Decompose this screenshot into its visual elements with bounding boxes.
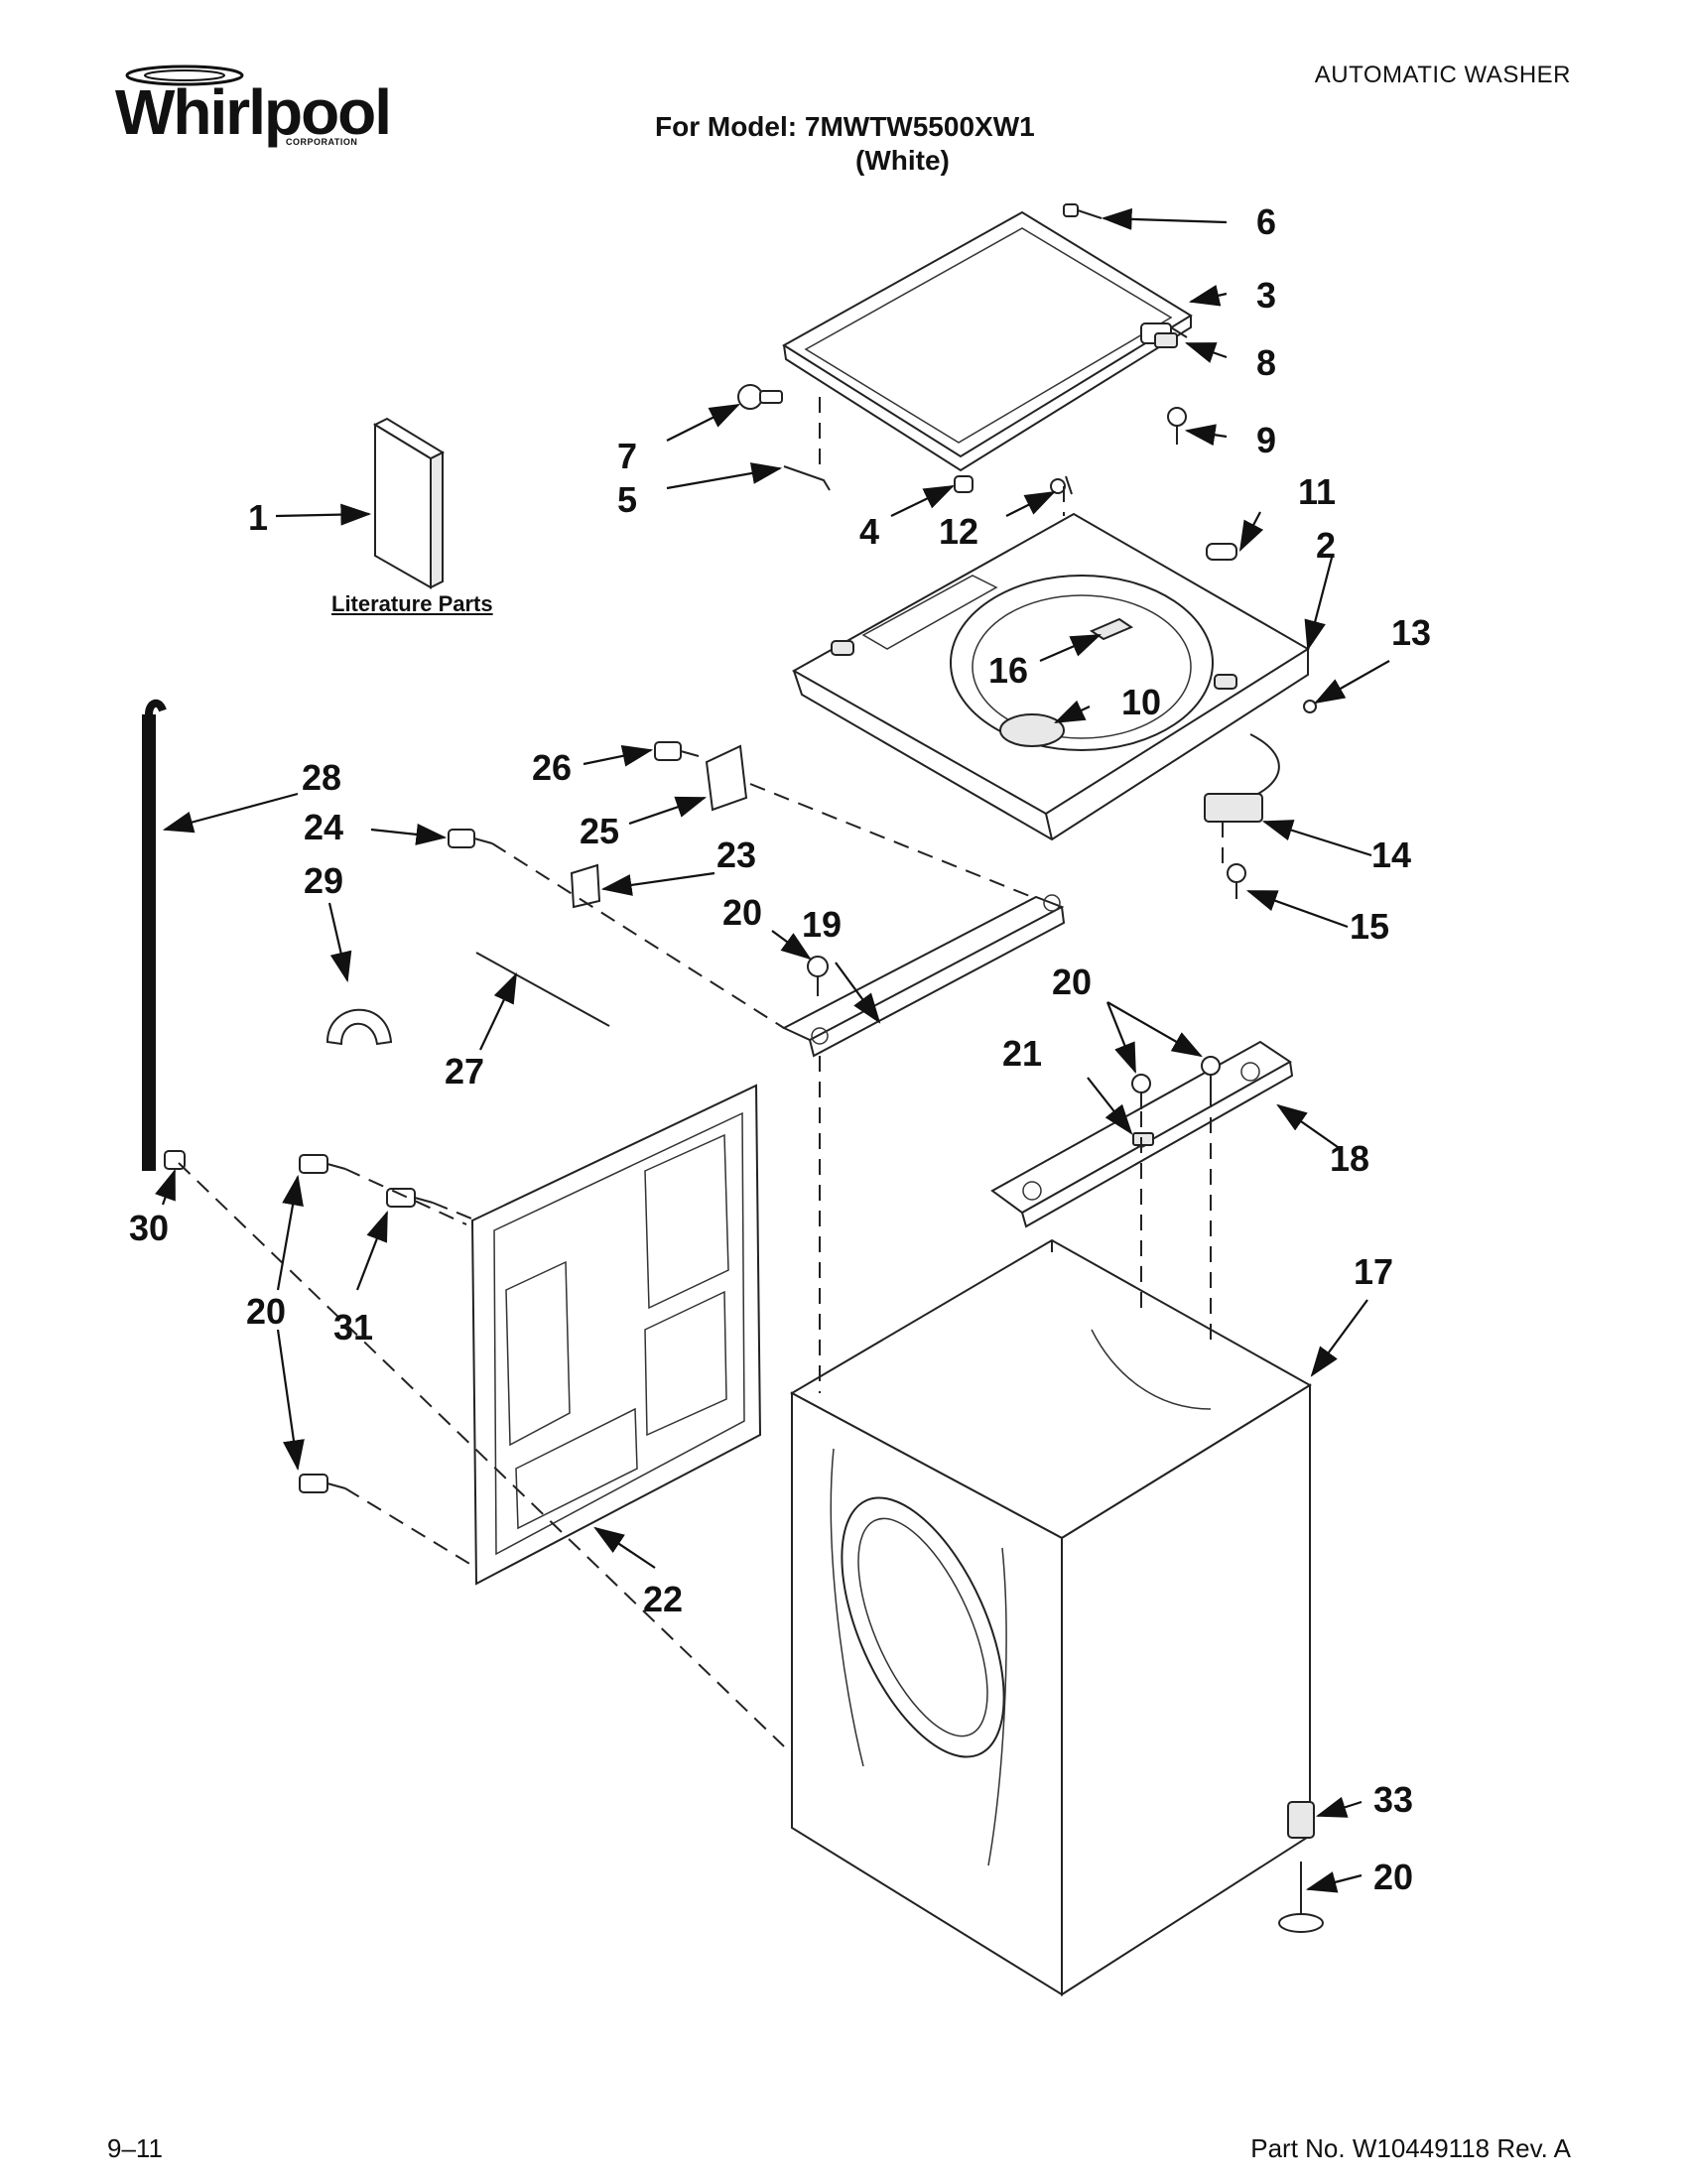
callout-16: 16 <box>988 650 1028 691</box>
hose-elbow-30 <box>325 1008 393 1046</box>
callout-23: 22 <box>643 1579 683 1619</box>
bracket-26 <box>705 744 748 812</box>
callout-26: 25 <box>580 811 619 851</box>
callout-5: 5 <box>617 479 637 520</box>
lid-bumper-4 <box>954 475 974 493</box>
top-brace-19 <box>781 894 1066 1058</box>
cable-tie-28 <box>475 952 610 1027</box>
callout-21: 21 <box>1002 1033 1042 1074</box>
callout-labels: 6 3 8 9 7 5 4 12 11 2 13 16 10 14 15 1 2… <box>129 201 1431 1897</box>
callout-33: 33 <box>1373 1779 1413 1820</box>
callout-24: 23 <box>716 835 756 875</box>
callout-14: 14 <box>1371 835 1411 875</box>
callout-12: 12 <box>939 511 978 552</box>
callout-15: 15 <box>1350 906 1389 947</box>
literature-parts-label: Literature Parts <box>331 591 493 616</box>
screws-20-21-right <box>807 956 1221 1146</box>
callout-27: 26 <box>532 747 572 788</box>
screw-9 <box>1167 407 1187 445</box>
callout-19: 19 <box>802 904 842 945</box>
lid-hinge-screw-6 <box>1063 203 1103 219</box>
lid-switch-8 <box>1140 322 1188 348</box>
model-color: (White) <box>855 145 950 176</box>
screw-27 <box>654 741 700 761</box>
cover-11 <box>1206 543 1237 561</box>
model-number: For Model: 7MWTW5500XW1 <box>655 111 1035 142</box>
bumper-7 <box>737 384 783 410</box>
callout-32: 31 <box>333 1307 373 1348</box>
callout-6: 6 <box>1256 201 1276 242</box>
leader-arrows <box>155 207 1390 1893</box>
callout-11: 11 <box>1298 471 1336 512</box>
callout-30: 29 <box>304 860 343 901</box>
drain-hose <box>142 699 186 1171</box>
callout-2: 2 <box>1316 525 1336 566</box>
callout-20-top: 20 <box>722 892 762 933</box>
callout-20-right: 20 <box>1052 962 1092 1002</box>
brand-name: Whirlpool <box>115 76 392 148</box>
callout-25: 24 <box>304 807 343 847</box>
footer-date-code: 9–11 <box>107 2133 163 2163</box>
screws-left <box>299 1154 434 1493</box>
literature-booklet <box>372 417 446 589</box>
clip-12 <box>1050 475 1073 495</box>
clip-13 <box>1303 700 1317 713</box>
callout-3: 3 <box>1256 275 1276 316</box>
callout-31: 30 <box>129 1208 169 1248</box>
callout-8: 8 <box>1256 342 1276 383</box>
cabinet-17 <box>789 1238 1312 1996</box>
callout-13: 13 <box>1391 612 1431 653</box>
callout-22: 20 <box>1373 1857 1413 1897</box>
document-type: AUTOMATIC WASHER <box>1314 62 1571 88</box>
hinge-pin-5 <box>783 465 831 491</box>
callout-10: 10 <box>1121 682 1161 722</box>
callout-1: 1 <box>248 497 268 538</box>
callout-28: 27 <box>445 1051 484 1092</box>
callout-9: 9 <box>1256 420 1276 460</box>
brand-subtitle: CORPORATION <box>286 137 358 147</box>
harness-14 <box>1204 733 1280 823</box>
callout-18: 18 <box>1330 1138 1369 1179</box>
foot-33-22 <box>1278 1801 1324 1933</box>
washer-lid <box>782 210 1193 472</box>
footer-part-number: Part No. W10449118 Rev. A <box>1250 2133 1571 2163</box>
callout-17: 17 <box>1354 1251 1393 1292</box>
logo-swoosh-icon <box>125 64 244 86</box>
callout-29: 28 <box>302 757 341 798</box>
dispenser-10 <box>999 713 1065 747</box>
screw-15 <box>1227 863 1246 899</box>
callout-4: 4 <box>859 511 879 552</box>
callout-7: 7 <box>617 436 637 476</box>
clip-24 <box>570 863 601 909</box>
callout-20-left: 20 <box>246 1291 286 1332</box>
rear-panel-23 <box>470 1084 762 1586</box>
screw-25 <box>448 829 493 848</box>
assembly-lines <box>178 397 1224 1747</box>
whirlpool-logo <box>107 62 365 151</box>
top-panel <box>791 512 1310 841</box>
